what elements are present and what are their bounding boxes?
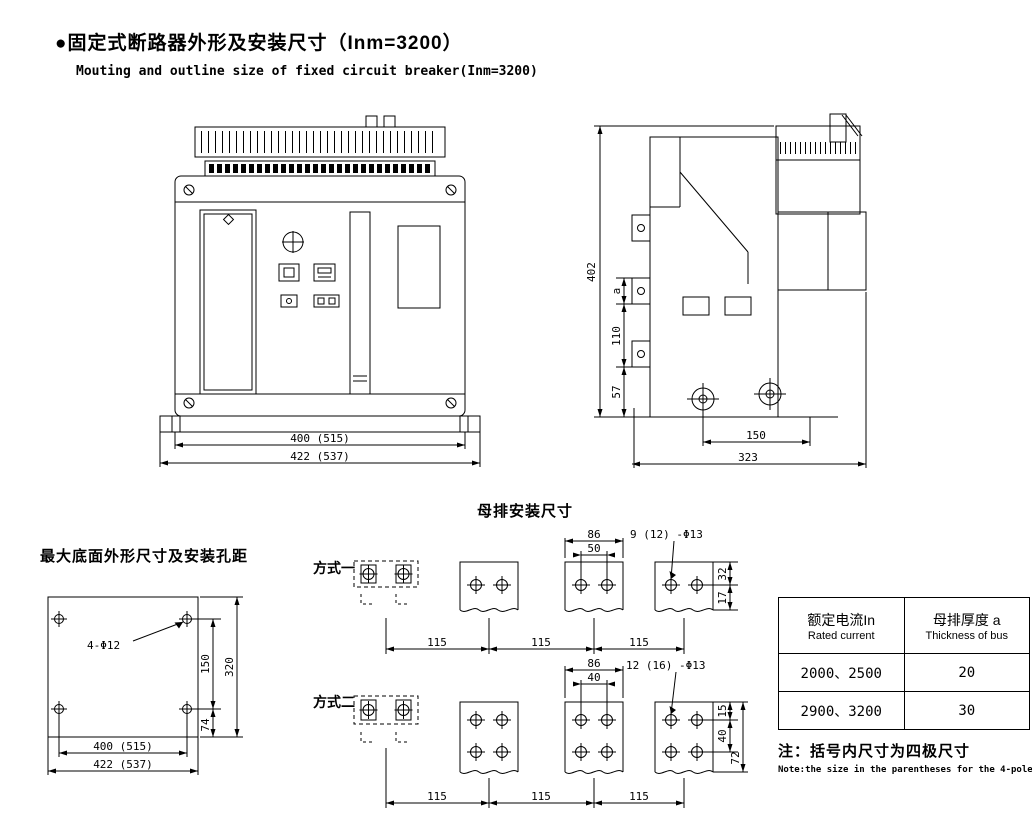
- m2-hole-callout: 12 (16) -Φ13: [626, 659, 705, 672]
- bottom-dim-bottom-offset: 74: [199, 718, 212, 732]
- side-dim-323: 323: [738, 451, 758, 464]
- m2-dim-lines: [385, 666, 748, 808]
- front-nameplate: [397, 225, 441, 309]
- m1-hole-callout: 9 (12) -Φ13: [630, 528, 703, 541]
- m1-spacing-0: 115: [427, 636, 447, 649]
- side-dim-a: a: [610, 288, 623, 295]
- front-terminal-strip: [194, 115, 446, 177]
- m2-busbar-right: [654, 701, 714, 774]
- side-body: [649, 136, 867, 418]
- m1-dim-side-upper: 32: [716, 567, 729, 580]
- rated-current-header: 额定电流In Rated current: [778, 597, 905, 654]
- bus-thickness-header: 母排厚度 a Thickness of bus: [903, 597, 1030, 654]
- bottom-view-drawing: 4-Φ12 150 74 320 400 (515) 422 (537): [47, 596, 243, 775]
- m1-spacing-2: 115: [629, 636, 649, 649]
- page-title: ●固定式断路器外形及安装尺寸（Inm=3200）: [55, 33, 463, 54]
- m1-dim-hole-span: 50: [587, 542, 600, 555]
- spec-table-row: 2000、2500 20: [778, 653, 1030, 692]
- m2-spacing-1: 115: [531, 790, 551, 803]
- rated-current-value: 2900、3200: [778, 691, 905, 730]
- busbar-method1-drawing: 86 50 9 (12) -Φ13 32 17 115 115 115: [353, 528, 738, 654]
- rated-current-header-en: Rated current: [807, 629, 875, 642]
- bottom-dim-outer-width: 422 (537): [93, 758, 153, 771]
- front-base: [159, 415, 481, 433]
- m2-dim-side-lower: 72: [729, 751, 742, 764]
- page-subtitle: Mouting and outline size of fixed circui…: [76, 64, 538, 79]
- busbar-method2-drawing: 86 40 12 (16) -Φ13 15 40 72 115 115 115: [353, 657, 748, 808]
- side-dim-total-height: 402: [585, 262, 598, 282]
- m1-busbar-left: [459, 561, 519, 612]
- m2-breaker-terminal: [353, 695, 419, 743]
- m2-spacing-0: 115: [427, 790, 447, 803]
- bottom-dim-lines: [47, 596, 243, 775]
- side-mounting-holes: [632, 378, 838, 418]
- front-door-panel: [199, 209, 257, 395]
- front-body: [174, 175, 466, 417]
- side-top-terminal-box: [775, 113, 863, 215]
- m2-busbar-left: [459, 701, 519, 774]
- m1-dim-lines: [385, 538, 738, 654]
- front-view-drawing: 400 (515) 422 (537): [159, 115, 481, 467]
- spec-table-header-row: 额定电流In Rated current 母排厚度 a Thickness of…: [778, 597, 1030, 654]
- bus-thickness-header-en: Thickness of bus: [925, 629, 1009, 642]
- side-dim-57: 57: [610, 385, 623, 398]
- note: 注：括号内尺寸为四极尺寸 Note:the size in the parent…: [778, 740, 1032, 775]
- m1-dim-width: 86: [587, 528, 600, 541]
- front-operator-controls: [278, 231, 340, 308]
- spec-table-row: 2900、3200 30: [778, 691, 1030, 730]
- m1-dim-arrows: [386, 538, 733, 652]
- bottom-dim-arrows: [48, 597, 240, 774]
- m2-spacing-2: 115: [629, 790, 649, 803]
- method2-label: 方式二: [313, 694, 355, 710]
- m2-dim-arrows: [386, 667, 746, 806]
- bottom-hole-callout: 4-Φ12: [87, 639, 120, 652]
- m1-spacing-1: 115: [531, 636, 551, 649]
- bottom-dim-hole-rows: 150: [199, 654, 212, 674]
- front-dim-arrows: [160, 442, 480, 466]
- side-dim-lines: [594, 125, 867, 468]
- side-dim-150: 150: [746, 429, 766, 442]
- side-dim-110: 110: [610, 326, 623, 346]
- front-dim-inner-width: 400 (515): [290, 432, 350, 445]
- front-dim-lines: [159, 432, 481, 467]
- m2-dim-width: 86: [587, 657, 600, 670]
- bottom-outline: [47, 596, 199, 738]
- m2-dim-side-upper: 15: [716, 704, 729, 717]
- side-terminals: [631, 214, 651, 368]
- note-zh: 注：括号内尺寸为四极尺寸: [778, 743, 971, 760]
- bottom-mounting-holes: [50, 610, 196, 718]
- rated-current-value: 2000、2500: [778, 653, 905, 692]
- note-en: Note:the size in the parentheses for the…: [778, 765, 1032, 775]
- busbar-section-title: 母排安装尺寸: [477, 503, 574, 520]
- bottom-dim-inner-width: 400 (515): [93, 740, 153, 753]
- spec-table: 额定电流In Rated current 母排厚度 a Thickness of…: [778, 597, 1030, 730]
- side-view-drawing: 402 a 110 57 150 323: [585, 113, 867, 468]
- rated-current-header-zh: 额定电流In: [807, 611, 876, 628]
- m1-breaker-terminal: [353, 560, 419, 605]
- m2-busbar-middle: [564, 701, 624, 774]
- front-center-rail: [349, 211, 371, 395]
- bus-thickness-value: 30: [903, 691, 1030, 730]
- m1-dim-side-lower: 17: [716, 591, 729, 604]
- bottom-view-title: 最大底面外形尺寸及安装孔距: [40, 548, 249, 565]
- m2-dim-side-mid: 40: [716, 729, 729, 742]
- method1-label: 方式一: [313, 560, 355, 576]
- m1-busbar-middle: [564, 561, 624, 612]
- side-dim-arrows: [597, 126, 866, 467]
- bus-thickness-value: 20: [903, 653, 1030, 692]
- m2-dim-hole-span: 40: [587, 671, 600, 684]
- bus-thickness-header-zh: 母排厚度 a: [932, 611, 1001, 628]
- front-dim-outer-width: 422 (537): [290, 450, 350, 463]
- m1-busbar-right: [654, 561, 714, 612]
- bottom-dim-total-height: 320: [223, 657, 236, 677]
